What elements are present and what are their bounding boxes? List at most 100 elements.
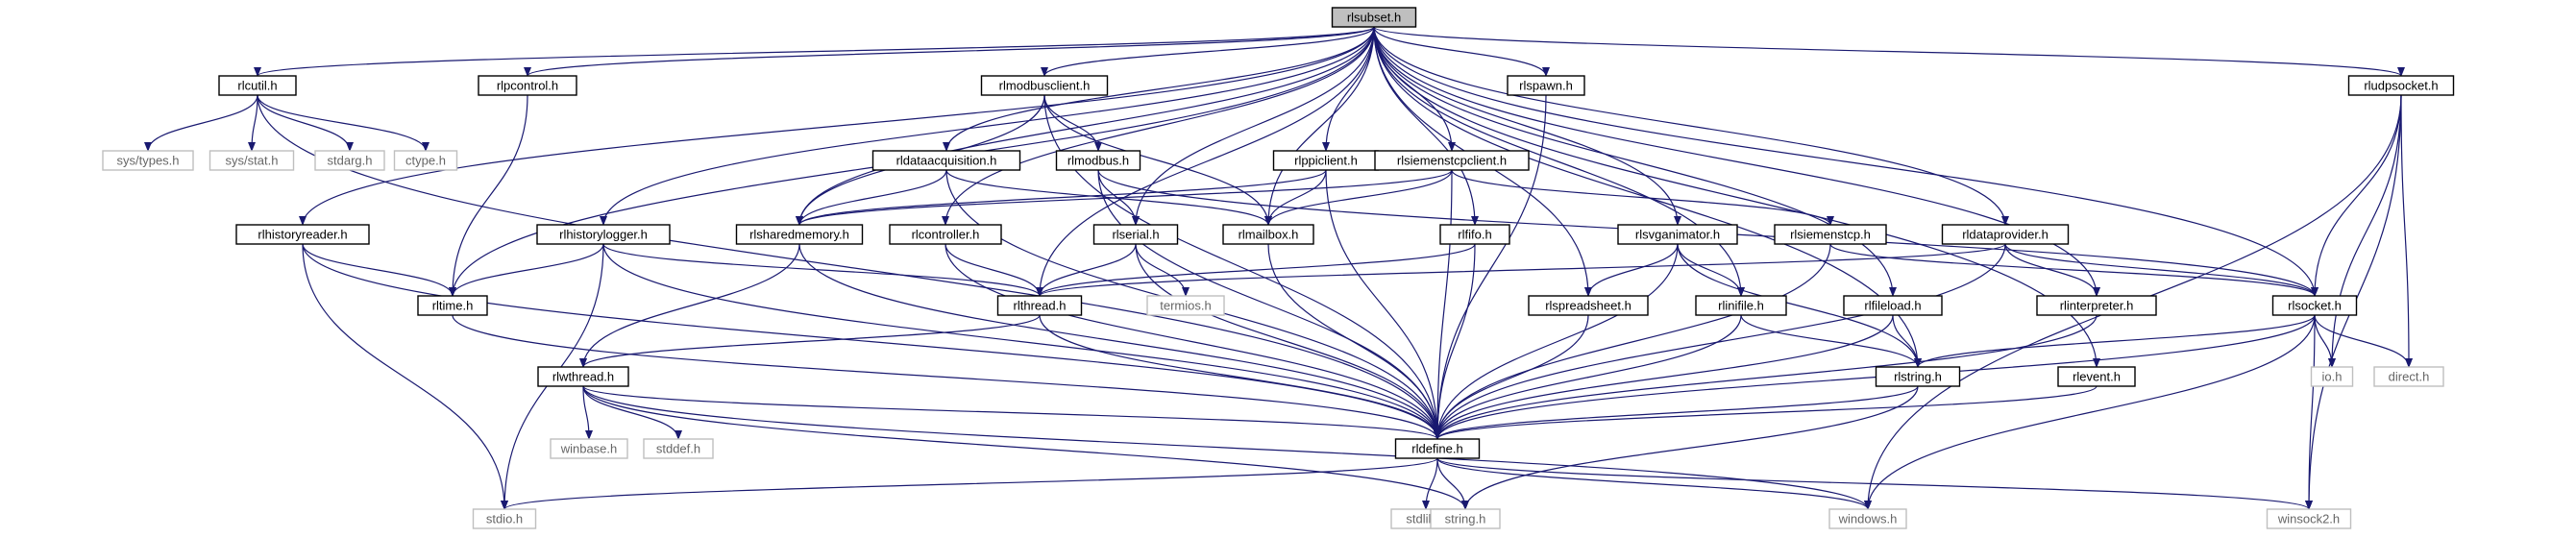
node-rlpcontrol[interactable]: rlpcontrol.h: [478, 75, 577, 96]
edge-rlsubset-to-rlthread: [1036, 26, 1375, 297]
node-box-rlhistoryreader: [235, 224, 370, 245]
node-rlserial[interactable]: rlserial.h: [1092, 224, 1179, 245]
edge-rlhistorylogger-to-rldefine: [602, 243, 1441, 440]
node-rlstring[interactable]: rlstring.h: [1875, 366, 1961, 387]
edge-rlinifile-to-rlstring: [1740, 314, 1922, 368]
node-label-rlwthread: rlwthread.h: [552, 370, 614, 384]
edge-rlsiemenstcpclient-to-rldefine: [1434, 169, 1453, 440]
node-label-rlfileload: rlfileload.h: [1864, 299, 1921, 313]
edge-rlsiemenstcp-to-rldefine: [1434, 243, 1831, 440]
node-label-rldefine: rldefine.h: [1411, 442, 1462, 456]
node-rlmodbus[interactable]: rlmodbus.h: [1055, 150, 1141, 171]
node-rlspawn[interactable]: rlspawn.h: [1507, 75, 1585, 96]
node-box-winsock2: [2266, 508, 2352, 529]
node-winsock2: winsock2.h: [2266, 508, 2352, 529]
node-rldataprovider[interactable]: rldataprovider.h: [1941, 224, 2070, 245]
node-rldefine[interactable]: rldefine.h: [1394, 438, 1481, 459]
edge-rludpsocket-to-rlsocket: [2311, 94, 2402, 297]
node-rlhistoryreader[interactable]: rlhistoryreader.h: [235, 224, 370, 245]
node-label-rlcontroller: rlcontroller.h: [912, 228, 980, 242]
node-label-rlinterpreter: rlinterpreter.h: [2060, 299, 2134, 313]
edge-rlstring-to-stringh: [1461, 385, 1919, 510]
node-label-rlmodbus: rlmodbus.h: [1067, 154, 1129, 168]
node-label-rltime: rltime.h: [432, 299, 474, 313]
node-rlcontroller[interactable]: rlcontroller.h: [889, 224, 1002, 245]
node-rlthread[interactable]: rlthread.h: [996, 295, 1083, 316]
node-rlhistorylogger[interactable]: rlhistorylogger.h: [536, 224, 671, 245]
edge-rlsubset-to-rlserial: [1132, 26, 1375, 226]
node-box-rlfifo: [1439, 224, 1510, 245]
edge-rlinterpreter-to-rldefine: [1434, 314, 2098, 440]
edge-rlsubset-to-rlspawn: [1373, 26, 1550, 77]
node-box-rlstring: [1875, 366, 1961, 387]
node-rludpsocket[interactable]: rludpsocket.h: [2347, 75, 2455, 96]
node-rlsharedmemory[interactable]: rlsharedmemory.h: [735, 224, 864, 245]
node-rlwthread[interactable]: rlwthread.h: [537, 366, 629, 387]
node-label-rlsharedmemory: rlsharedmemory.h: [749, 228, 849, 242]
edge-rlhistoryreader-to-rltime: [302, 243, 456, 297]
node-box-rlmodbus: [1055, 150, 1141, 171]
node-rlfileload[interactable]: rlfileload.h: [1843, 295, 1943, 316]
node-box-rldataprovider: [1941, 224, 2070, 245]
edge-rlwthread-to-stddef: [582, 385, 682, 440]
node-box-rlsvganimator: [1617, 224, 1738, 245]
edge-rlsubset-to-rlfileload: [1373, 26, 1897, 297]
node-rlsvganimator[interactable]: rlsvganimator.h: [1617, 224, 1738, 245]
node-rlsubset[interactable]: rlsubset.h: [1331, 7, 1417, 28]
node-rlspreadsheet[interactable]: rlspreadsheet.h: [1528, 295, 1649, 316]
node-label-rludpsocket: rludpsocket.h: [2364, 79, 2438, 93]
node-label-rldataprovider: rldataprovider.h: [1962, 228, 2049, 242]
node-rlsocket[interactable]: rlsocket.h: [2271, 295, 2358, 316]
edge-rlsiemenstcp-to-rlsocket: [1829, 243, 2318, 297]
node-label-rlstring: rlstring.h: [1894, 370, 1942, 384]
edge-rldefine-to-stdlib: [1422, 457, 1438, 510]
node-rlinterpreter[interactable]: rlinterpreter.h: [2036, 295, 2157, 316]
edge-rlppiclient-to-rlsharedmemory: [796, 169, 1327, 226]
node-rlsiemenstcp[interactable]: rlsiemenstcp.h: [1774, 224, 1887, 245]
edge-rlsubset-to-rlmodbusclient: [1041, 26, 1375, 77]
node-box-rlpcontrol: [478, 75, 577, 96]
node-box-winbase: [550, 438, 628, 459]
node-rlppiclient[interactable]: rlppiclient.h: [1272, 150, 1380, 171]
node-rlmailbox[interactable]: rlmailbox.h: [1222, 224, 1314, 245]
node-box-rldataacquisition: [871, 150, 1021, 171]
edge-rlsubset-to-rlcontroller: [942, 26, 1375, 226]
dependency-edges: [144, 26, 2413, 510]
edge-rlsubset-to-rlcutil: [254, 26, 1375, 77]
node-label-ioh: io.h: [2322, 370, 2343, 384]
edge-rldataprovider-to-rldefine: [1434, 243, 2006, 440]
edge-rlsubset-to-rludpsocket: [1373, 26, 2405, 77]
node-rltime[interactable]: rltime.h: [417, 295, 488, 316]
edge-rlfifo-to-rlthread: [1036, 243, 1476, 297]
edge-rlfifo-to-rldefine: [1434, 243, 1476, 440]
node-rlsiemenstcpclient[interactable]: rlsiemenstcpclient.h: [1374, 150, 1530, 171]
node-stddef: stddef.h: [643, 438, 714, 459]
node-rlcutil[interactable]: rlcutil.h: [218, 75, 297, 96]
edge-rldataacquisition-to-rlmailbox: [945, 169, 1272, 226]
node-label-stdarg: stdarg.h: [328, 154, 373, 168]
edge-rlhistorylogger-to-rlthread: [602, 243, 1043, 297]
node-label-rlpcontrol: rlpcontrol.h: [497, 79, 558, 93]
node-box-rlsocket: [2271, 295, 2358, 316]
node-box-rlinifile: [1695, 295, 1787, 316]
node-box-stdio: [472, 508, 537, 529]
node-rldataacquisition[interactable]: rldataacquisition.h: [871, 150, 1021, 171]
node-termios: termios.h: [1146, 295, 1225, 316]
node-rlinifile[interactable]: rlinifile.h: [1695, 295, 1787, 316]
node-rlevent[interactable]: rlevent.h: [2057, 366, 2136, 387]
node-box-windows: [1828, 508, 1907, 529]
node-rlmodbusclient[interactable]: rlmodbusclient.h: [980, 75, 1109, 96]
node-box-rlmodbusclient: [980, 75, 1109, 96]
node-windows: windows.h: [1828, 508, 1907, 529]
node-label-rlfifo: rlfifo.h: [1458, 228, 1491, 242]
node-box-rlsiemenstcpclient: [1374, 150, 1530, 171]
node-label-rlsiemenstcpclient: rlsiemenstcpclient.h: [1397, 154, 1507, 168]
node-rlfifo[interactable]: rlfifo.h: [1439, 224, 1510, 245]
edge-rlthread-to-rldefine: [1039, 314, 1441, 440]
node-box-ioh: [2310, 366, 2354, 387]
node-box-rldefine: [1394, 438, 1481, 459]
node-label-stddef: stddef.h: [656, 442, 700, 456]
edge-rlsubset-to-rldataprovider: [1373, 26, 2009, 226]
edge-rlsubset-to-rlevent: [1373, 26, 2100, 368]
edge-rlsubset-to-rlsvganimator: [1373, 26, 1681, 226]
